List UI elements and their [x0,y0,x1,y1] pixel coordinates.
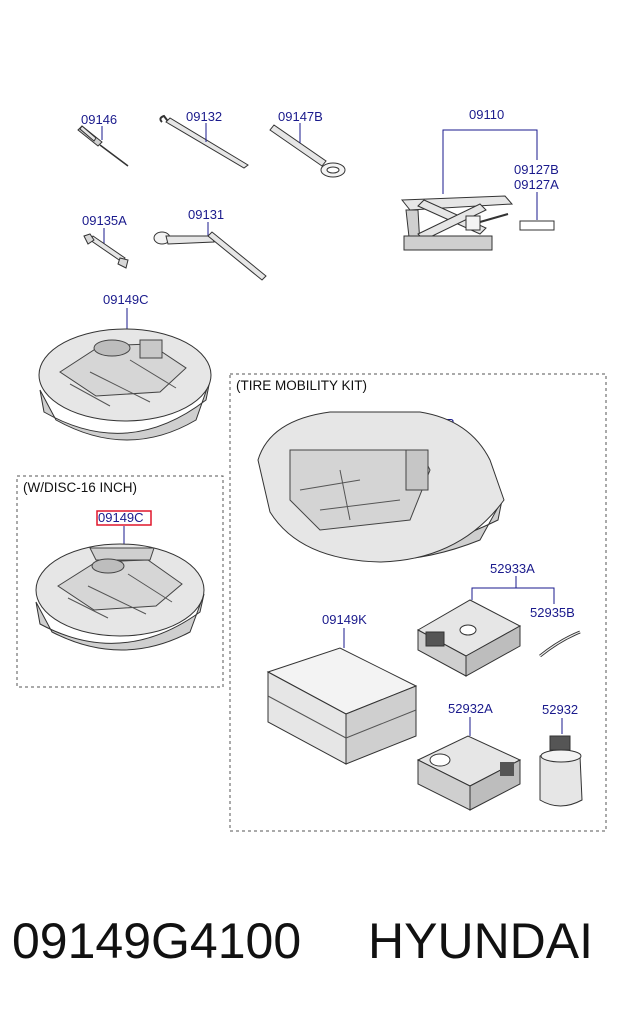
hose-52935b [539,630,581,658]
label-09147b[interactable]: 09147B [278,109,323,124]
highlight-box-09149c [96,510,152,526]
tire-mobility-kit-box [229,373,607,832]
sealant-bottle-52932 [539,735,583,807]
tire-kit-tray-09149b [257,411,505,563]
part-number-text: 09149G4100 [12,913,301,969]
label-09149k[interactable]: 09149K [322,612,367,627]
lug-wrench-09131 [153,231,267,281]
disc16-title: (W/DISC-16 INCH) [23,480,137,495]
compressor-52932a [416,735,522,811]
label-09131[interactable]: 09131 [188,207,224,222]
label-09149c-top[interactable]: 09149C [103,292,149,307]
label-09146[interactable]: 09146 [81,112,117,127]
label-09110[interactable]: 09110 [469,107,504,122]
label-09132[interactable]: 09132 [186,109,222,124]
label-09149c-highlight[interactable]: 09149C [98,510,144,525]
disc16-box [16,475,224,688]
label-52933a[interactable]: 52933A [490,561,535,576]
screwdriver-09146 [77,125,129,167]
label-09127a[interactable]: 09127A [514,177,559,192]
spare-tray-09149c-disc16 [35,543,205,651]
wrench-09147b [269,124,346,178]
brand-text: HYUNDAI [368,913,593,969]
kit-case-09149k [266,647,418,765]
label-09135a[interactable]: 09135A [82,213,127,228]
label-52935b[interactable]: 52935B [530,605,575,620]
wrench-09135a [83,233,129,269]
compressor-52933a [416,599,522,677]
tire-mobility-kit-title: (TIRE MOBILITY KIT) [236,378,367,393]
jack-pad-09127 [519,220,555,231]
jack-09110 [400,195,514,251]
label-52932[interactable]: 52932 [542,702,578,717]
hook-rod-09132 [159,114,249,169]
label-09127b[interactable]: 09127B [514,162,559,177]
spare-tray-09149c [38,328,212,441]
label-52932a[interactable]: 52932A [448,701,493,716]
